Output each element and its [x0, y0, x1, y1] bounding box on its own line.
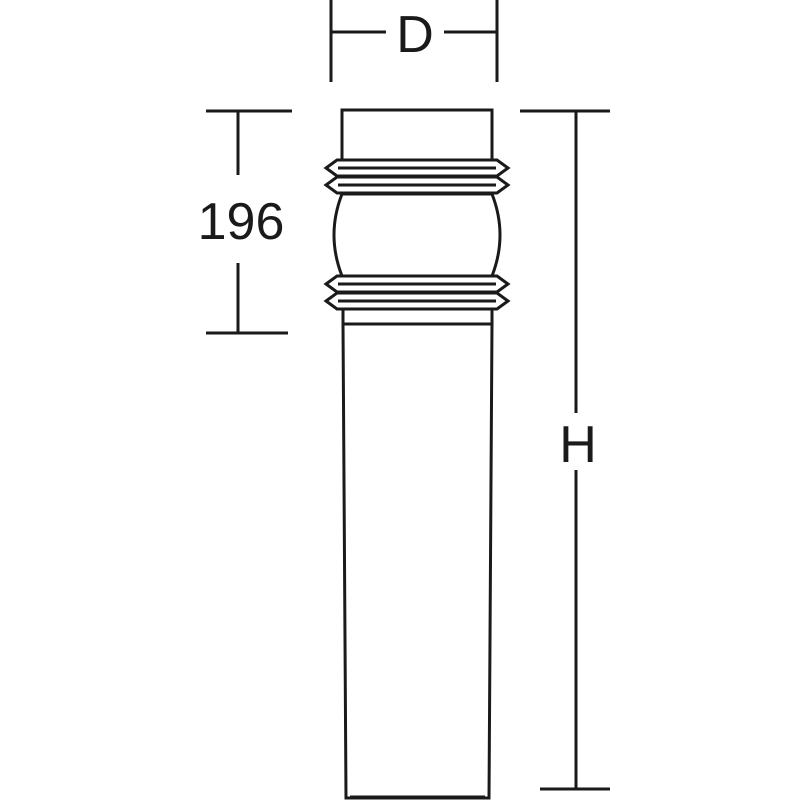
bollard-top-cap: [340, 108, 494, 162]
bollard-upper-ring: [323, 158, 511, 195]
collar-height-dimension: 196: [198, 109, 292, 335]
bollard-lower-band: [341, 307, 494, 326]
bollard-lamp-head: [332, 192, 502, 278]
diameter-dimension: D: [329, 0, 499, 82]
bollard-outline: [323, 108, 511, 800]
bollard-shaft: [341, 321, 494, 800]
total-height-dimension: H: [520, 109, 610, 791]
collar-height-label: 196: [198, 193, 285, 251]
diameter-label: D: [396, 6, 434, 64]
bollard-lower-ring: [323, 274, 511, 311]
total-height-label: H: [559, 416, 597, 474]
